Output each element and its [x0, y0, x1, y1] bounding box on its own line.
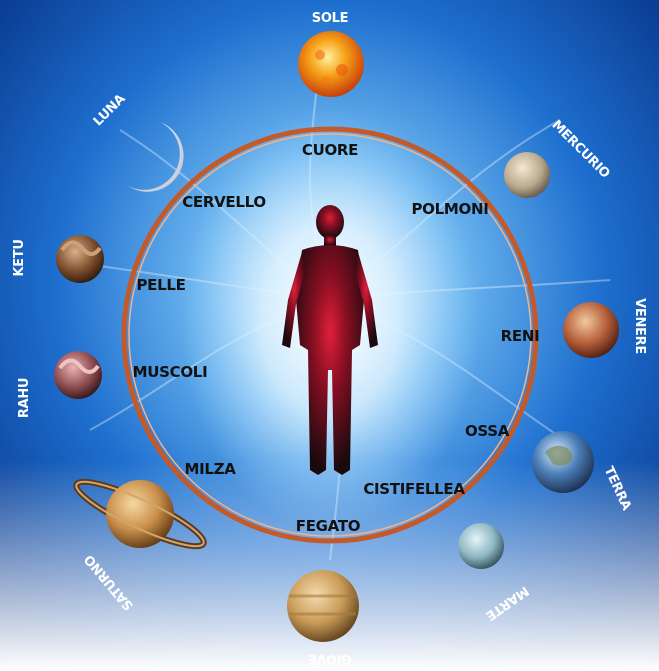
organ-label-cuore: CUORE — [302, 141, 358, 159]
organ-label-ossa: OSSA — [465, 422, 510, 440]
organ-label-reni: RENI — [501, 327, 540, 345]
mercury-planet — [504, 152, 550, 198]
planet-label-ketu: KETU — [12, 239, 27, 276]
sun-planet — [298, 31, 364, 97]
mars-planet — [458, 523, 504, 569]
organ-label-fegato: FEGATO — [296, 517, 360, 535]
organ-label-pelle: PELLE — [136, 276, 185, 294]
organ-label-cervello: CERVELLO — [182, 193, 266, 211]
earth-planet — [532, 431, 594, 493]
planet-label-giove: GIOVE — [308, 651, 352, 666]
organ-label-muscoli: MUSCOLI — [133, 363, 208, 381]
ketu-planet — [56, 235, 104, 283]
jupiter-planet — [287, 570, 359, 642]
organ-label-milza: MILZA — [184, 460, 236, 478]
planet-label-rahu: RAHU — [17, 378, 32, 418]
organ-label-cistifellea: CISTIFELLEA — [363, 480, 465, 498]
planet-label-sole: SOLE — [312, 11, 348, 26]
planet-label-venere: VENERE — [632, 298, 647, 354]
venus-planet — [563, 302, 619, 358]
rahu-planet — [54, 351, 102, 399]
organ-label-polmoni: POLMONI — [411, 200, 488, 218]
